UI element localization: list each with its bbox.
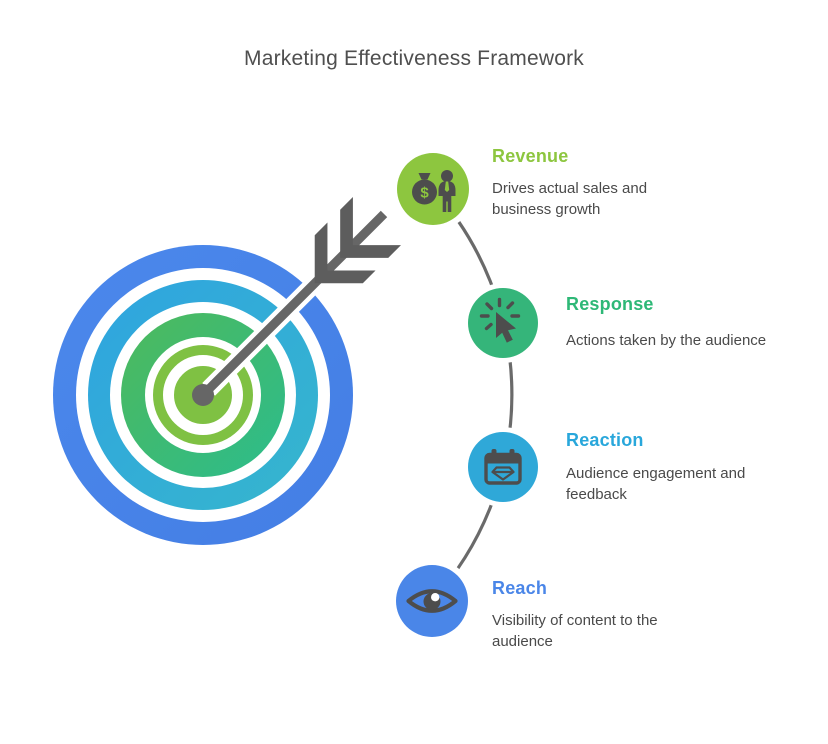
page-title: Marketing Effectiveness Framework	[244, 47, 584, 70]
node-title-revenue: Revenue	[492, 146, 569, 166]
node-desc-reach: Visibility of content to the audience	[492, 612, 658, 650]
eye-icon	[406, 589, 458, 613]
node-title-reach: Reach	[492, 578, 548, 598]
tie-detail	[444, 181, 450, 192]
cursor-pointer	[496, 312, 516, 343]
node-title-reaction: Reaction	[566, 430, 644, 450]
node-desc-reaction: Audience engagement and feedback	[566, 465, 746, 503]
dollar-sign-glyph: $	[420, 185, 429, 202]
arrow-icon	[192, 197, 401, 406]
node-title-response: Response	[566, 294, 654, 314]
click-cursor-icon	[479, 297, 521, 343]
node-desc-response: Actions taken by the audience	[566, 332, 767, 349]
connector-arc	[430, 187, 514, 603]
arrow-impact-dot	[192, 384, 214, 406]
arrow-fletching-front	[314, 222, 376, 284]
eye-highlight	[431, 593, 440, 602]
calendar-gem-icon	[484, 449, 522, 485]
money-bag-person-icon: $	[412, 170, 456, 212]
node-desc-revenue: Drives actual sales and business growth	[492, 180, 648, 218]
arrow-fletching-back	[340, 197, 401, 258]
arrow-shaft	[199, 210, 388, 399]
